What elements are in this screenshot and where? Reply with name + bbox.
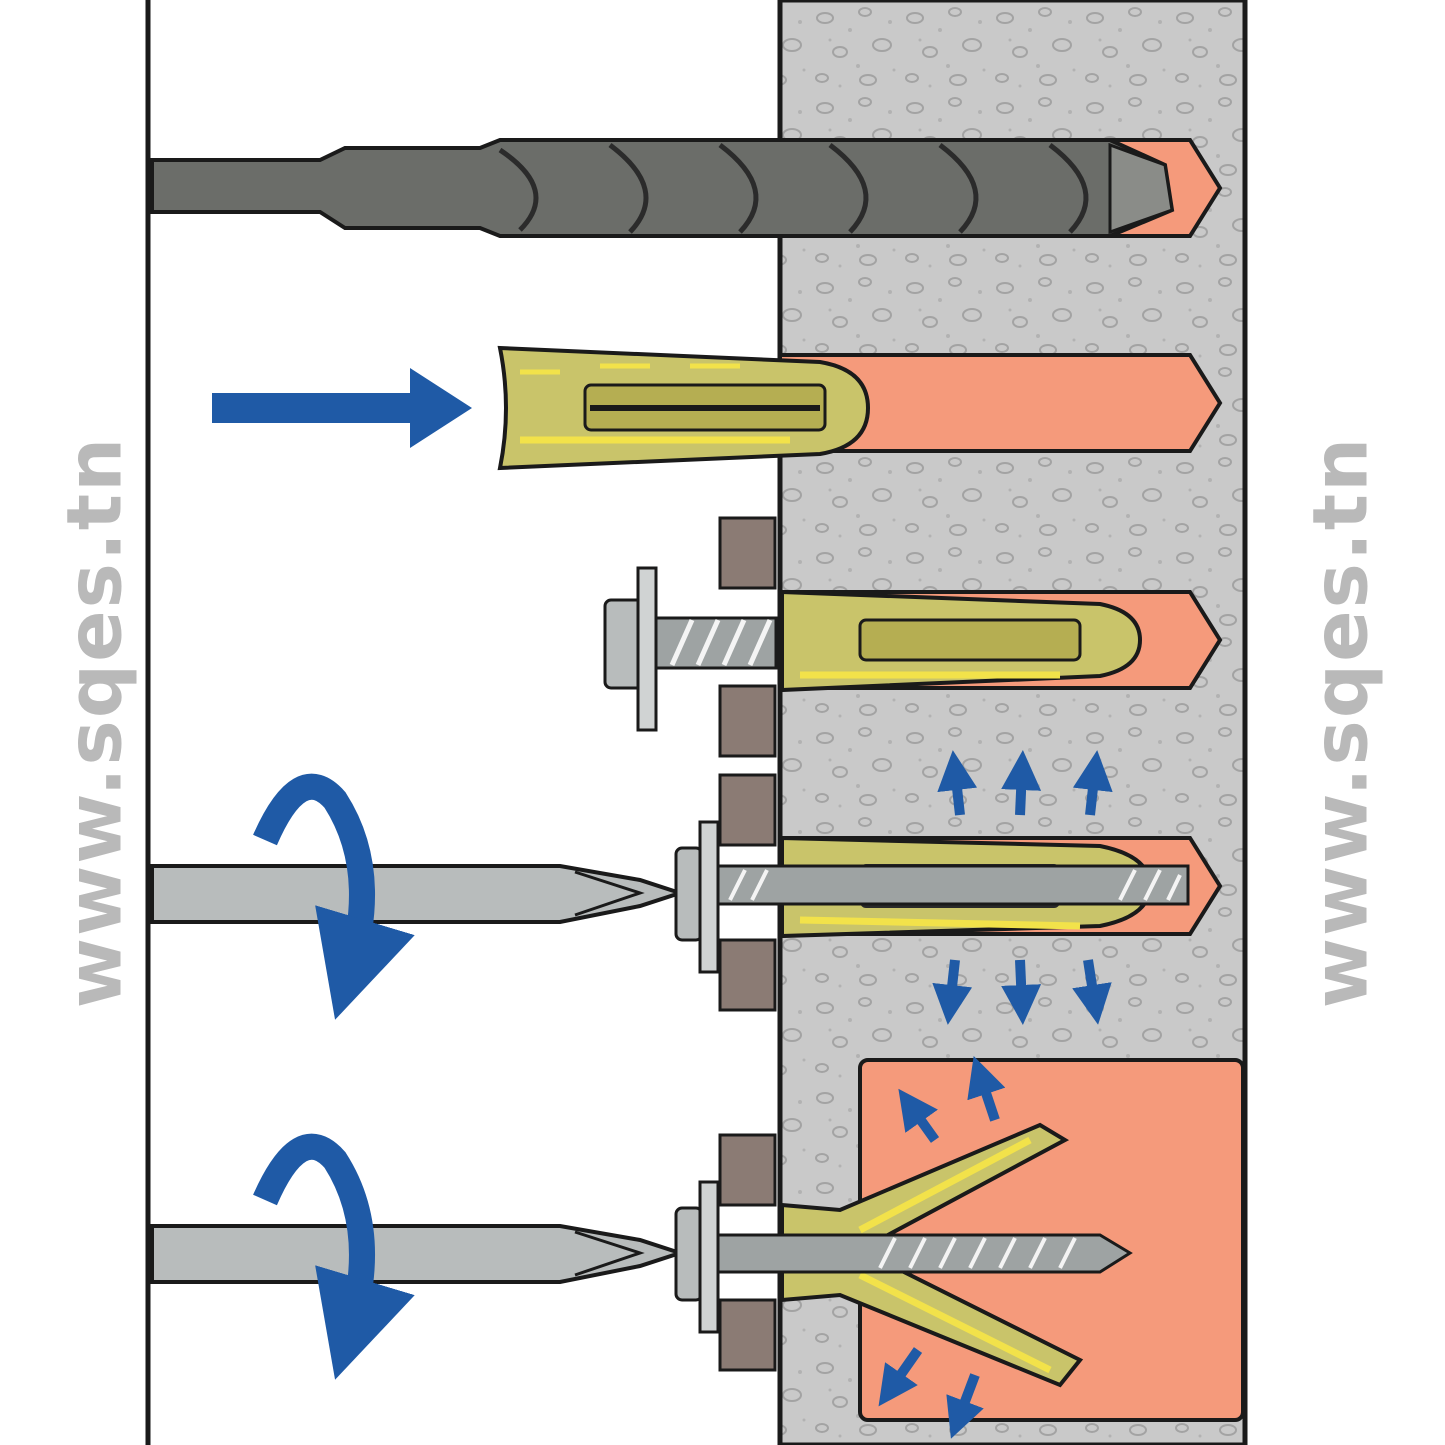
rotate-icon (253, 773, 415, 1020)
fixture-block (718, 1133, 777, 1207)
step-drill (150, 138, 1223, 238)
fixture-block (718, 516, 777, 590)
screw-icon (674, 1180, 1133, 1334)
plug-icon (780, 589, 1143, 693)
fixture-block (718, 1298, 777, 1372)
rotate-icon (253, 1133, 415, 1380)
plug-icon (497, 345, 871, 471)
step-tighten-hollow (150, 1056, 1245, 1439)
watermark-left-text: www.sqes.tn (49, 435, 139, 1009)
screwdriver-icon (150, 1224, 687, 1284)
screwdriver-icon (150, 864, 687, 924)
drill-flutes (498, 143, 1089, 234)
expansion-arrows-icon (878, 1056, 1006, 1439)
screw-icon (603, 566, 778, 732)
fixture-block (718, 773, 777, 847)
drill-tip (1108, 142, 1174, 235)
screw-icon (674, 820, 1190, 974)
step-place-screw (603, 516, 1223, 758)
step-insert-plug (212, 345, 1223, 471)
fixture-block (718, 938, 777, 1012)
fixture-block (718, 684, 777, 758)
watermark-right-text: www.sqes.tn (1295, 435, 1385, 1009)
arrow-right-icon (212, 368, 472, 448)
expansion-arrows-icon (932, 750, 1113, 1025)
step-tighten-solid (150, 750, 1223, 1025)
